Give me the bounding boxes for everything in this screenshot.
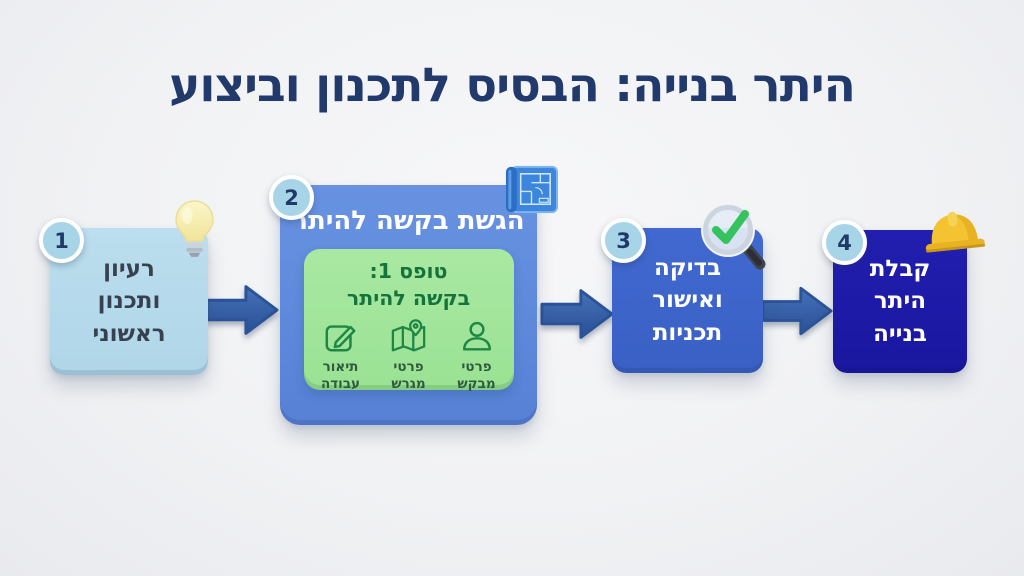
step-4-label: קבלת היתר בנייה [869,256,931,347]
lightbulb-icon [172,199,217,261]
form-field-work: תיאור עבודה [310,318,372,393]
step-2-number: 2 [284,185,299,210]
step-2-badge: 2 [269,175,314,220]
form-field-applicant: פרטי מבקש [446,318,508,393]
blueprint-icon [504,162,559,217]
form-fields: פרטי מבקש פרטי מגרש [304,318,514,393]
step-3-badge: 3 [601,218,646,263]
arrow-right-icon [540,289,614,339]
step-4-badge: 4 [822,220,867,265]
step-1-number: 1 [54,228,69,253]
form-card: טופס 1: בקשה להיתר פרטי מבקש [303,249,514,393]
step-3-label: בדיקה ואישור תכניות [652,255,723,346]
arrow-right-icon [205,285,279,335]
step-1-badge: 1 [39,218,84,263]
step-3-number: 3 [616,228,631,253]
map-pin-icon [390,318,428,355]
step-2-label: הגשת בקשה להיתר [292,206,525,236]
step-2-card: 2 הגשת בקשה להיתר טופס 1: בקשה להיתר [269,165,559,425]
step-3-card: 3 בדיקה ואישור תכניות [601,203,766,373]
step-4-card: 4 קבלת היתר בנייה [822,211,986,373]
hardhat-icon [920,205,989,261]
step-1-card: 1 רעיון ותכנון ראשוני [39,200,214,375]
form-field-label: פרטי מבקש [457,359,496,393]
form-field-label: תיאור עבודה [320,359,361,393]
form-title: טופס 1: בקשה להיתר [346,259,471,310]
step-1-label: רעיון ותכנון ראשוני [92,256,166,347]
arrow-right-icon [761,286,833,336]
edit-icon [323,318,359,355]
magnifier-check-icon [699,202,769,278]
form-field-plot: פרטי מגרש [378,318,440,393]
form-field-label: פרטי מגרש [391,359,426,393]
step-4-number: 4 [837,230,852,255]
page-title: היתר בנייה: הבסיס לתכנון וביצוע [169,58,856,113]
person-icon [459,318,495,355]
